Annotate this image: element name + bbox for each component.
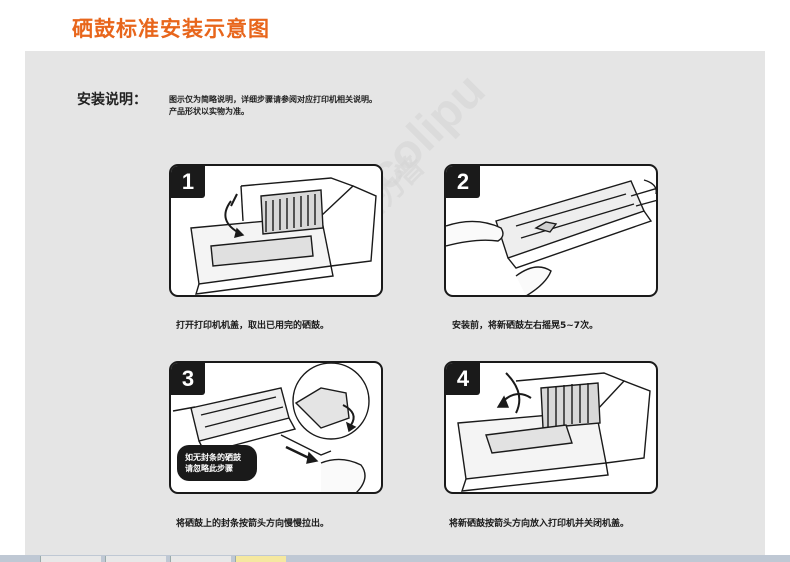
step-1-caption: 打开打印机机盖，取出已用完的硒鼓。 (176, 321, 330, 331)
page-title: 硒鼓标准安装示意图 (72, 17, 270, 41)
insert-cartridge-illustration (457, 372, 651, 492)
remove-seal-illustration (172, 363, 370, 492)
step-3-caption: 将硒鼓上的封条按箭头方向慢慢拉出。 (176, 519, 330, 529)
intro-label: 安装说明： (77, 92, 147, 108)
callout-line-2: 请忽略此步骤 (185, 464, 233, 473)
bottom-tab-3[interactable] (170, 556, 231, 562)
step-1-illustration: 1 (169, 164, 383, 297)
step-2-caption: 安装前，将新硒鼓左右摇晃5~7次。 (452, 321, 599, 331)
step-3-number: 3 (171, 363, 205, 395)
shake-cartridge-illustration (446, 179, 656, 295)
intro-line-2: 产品形状以实物为准。 (169, 107, 249, 116)
step-1-number: 1 (171, 166, 205, 198)
step-2-number: 2 (446, 166, 480, 198)
bottom-edge-strip (0, 555, 790, 562)
printer-open-illustration (190, 177, 377, 295)
step-4-number: 4 (446, 363, 480, 395)
step-4-illustration: 4 (444, 361, 658, 494)
seal-note-callout: 如无封条的硒鼓 请忽略此步骤 (177, 445, 257, 481)
instruction-panel: 安装说明： 图示仅为简略说明，详细步骤请参阅对应打印机相关说明。 产品形状以实物… (25, 51, 765, 562)
callout-line-1: 如无封条的硒鼓 (185, 453, 241, 462)
intro-text: 图示仅为简略说明，详细步骤请参阅对应打印机相关说明。 产品形状以实物为准。 (169, 94, 377, 118)
intro-line-1: 图示仅为简略说明，详细步骤请参阅对应打印机相关说明。 (169, 95, 377, 104)
step-4-caption: 将新硒鼓按箭头方向放入打印机并关闭机盖。 (449, 519, 630, 529)
bottom-tab-2[interactable] (105, 556, 166, 562)
step-2-illustration: 2 (444, 164, 658, 297)
bottom-tab-1[interactable] (40, 556, 101, 562)
step-3-illustration: 3 如无封条的硒鼓 请忽略此步骤 (169, 361, 383, 494)
bottom-tab-4[interactable] (235, 556, 286, 562)
